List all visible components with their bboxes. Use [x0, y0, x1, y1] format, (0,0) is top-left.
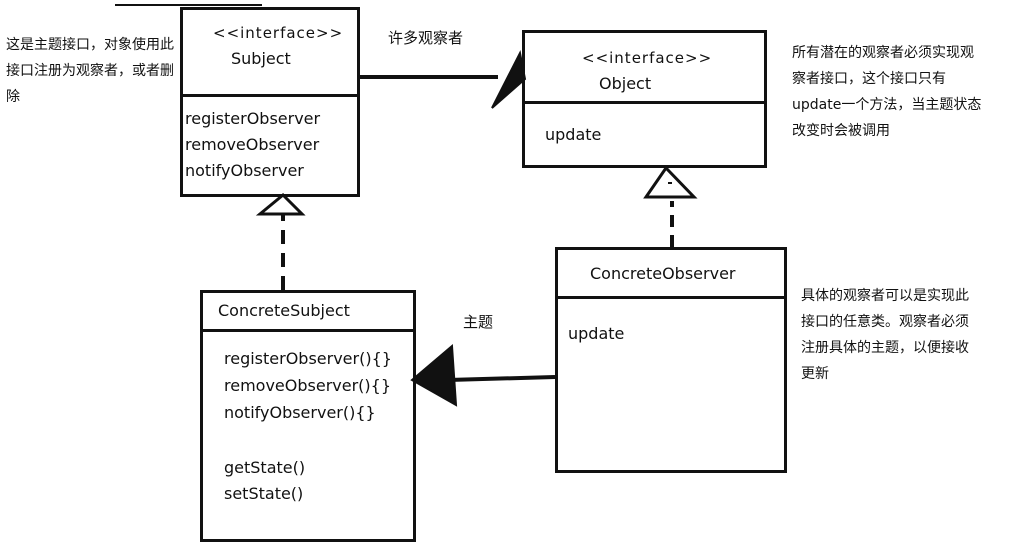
concrete-subject-method-setstate: setState(): [224, 484, 304, 503]
concrete-subject-method-remove: removeObserver(){}: [224, 376, 391, 395]
subject-class-name: Subject: [231, 49, 291, 68]
label-many-observers: 许多观察者: [388, 29, 464, 47]
subject-interface-box: <<interface>> Subject registerObserver r…: [180, 7, 360, 197]
association-arrowhead-subject: [410, 343, 458, 407]
label-subject: 主题: [463, 313, 494, 331]
concrete-subject-box: ConcreteSubject registerObserver(){} rem…: [200, 290, 416, 542]
concrete-observer-box: ConcreteObserver update: [555, 247, 787, 473]
subject-method-notify: notifyObserver: [185, 161, 304, 180]
concrete-subject-class-name: ConcreteSubject: [218, 301, 350, 320]
observer-class-name: Object: [599, 74, 652, 93]
concrete-observer-method-update: update: [568, 324, 625, 343]
subject-stereotype: <<interface>>: [213, 24, 344, 42]
subject-method-register: registerObserver: [185, 109, 321, 128]
observer-stereotype: <<interface>>: [582, 49, 713, 67]
note-subject-interface: 这是主题接口，对象使用此接口注册为观察者，或者删除: [6, 37, 174, 105]
note-observer-interface: 所有潜在的观察者必须实现观察者接口，这个接口只有update一个方法，当主题状态…: [792, 45, 982, 139]
concrete-subject-method-getstate: getState(): [224, 458, 306, 477]
concrete-observer-divider: [555, 296, 787, 299]
note-concrete-observer: 具体的观察者可以是实现此接口的任意类。观察者必须注册具体的主题，以便接收更新: [801, 288, 969, 382]
realization-triangle-subject: [255, 192, 306, 216]
concrete-observer-class-name: ConcreteObserver: [590, 264, 736, 283]
observer-divider: [522, 101, 767, 104]
subject-method-remove: removeObserver: [185, 135, 320, 154]
observer-interface-box: <<interface>> Object update: [522, 30, 767, 168]
association-line-observer-subject: [447, 375, 556, 382]
subject-divider: [180, 94, 360, 97]
concrete-subject-method-notify: notifyObserver(){}: [224, 403, 376, 422]
concrete-subject-divider: [200, 329, 416, 332]
observer-method-update: update: [545, 125, 602, 144]
association-arrowhead-observer: [491, 49, 527, 109]
concrete-subject-method-register: registerObserver(){}: [224, 349, 392, 368]
